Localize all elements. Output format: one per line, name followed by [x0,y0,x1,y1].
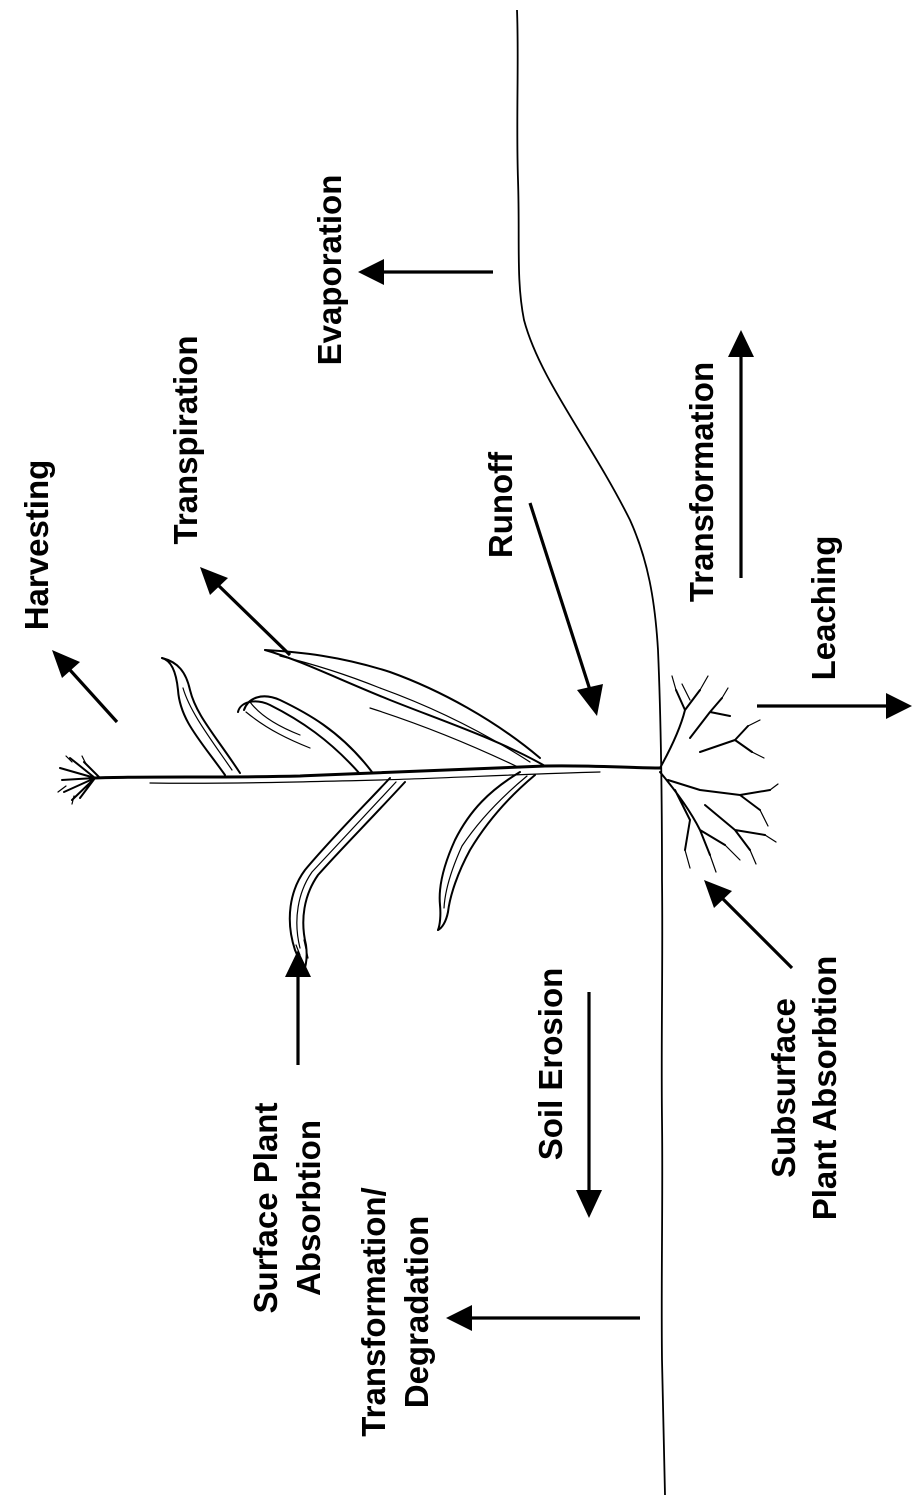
label-transformation: Transformation [683,362,720,602]
harvesting-arrowhead [52,650,80,678]
label-surface-line2: Absorbtion [290,1120,327,1296]
label-surface-line1: Surface Plant [247,1103,284,1314]
label-degradation-line1: Transformation/ [355,1187,392,1436]
subsurface-absorbtion-arrow [722,898,792,968]
label-harvesting: Harvesting [18,460,55,631]
leaching-arrowhead [886,693,912,719]
degradation-arrowhead [446,1305,472,1331]
label-leaching: Leaching [805,536,842,681]
evaporation-arrowhead [358,259,384,285]
transformation-arrowhead [728,330,754,357]
runoff-arrow [530,503,590,690]
label-soil-erosion: Soil Erosion [532,968,569,1161]
label-degradation-line2: Degradation [398,1216,435,1409]
transpiration-arrow [218,585,290,655]
label-evaporation: Evaporation [311,175,348,366]
harvesting-arrow [70,670,117,722]
label-subsurface-line2: Plant Absorbtion [806,956,843,1221]
label-transpiration: Transpiration [167,335,204,544]
soil-erosion-arrowhead [576,1190,602,1218]
label-runoff: Runoff [482,451,519,558]
plant-illustration [58,650,778,975]
label-subsurface-line1: Subsurface [765,998,802,1178]
soil-surface-line [517,10,665,1495]
runoff-arrowhead [577,684,603,716]
